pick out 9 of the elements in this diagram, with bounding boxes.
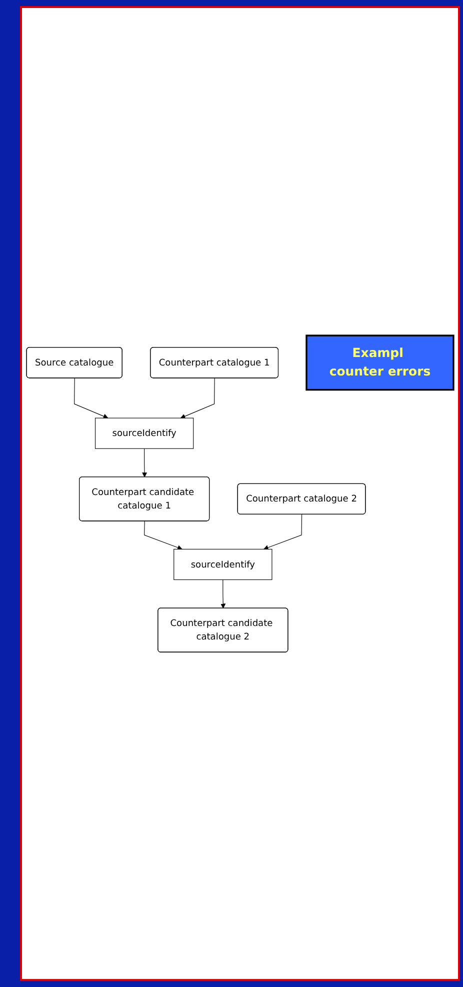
arrow	[264, 514, 302, 550]
node-box: sourceIdentify	[94, 417, 194, 449]
arrow	[180, 378, 215, 418]
node-box: sourceIdentify	[174, 548, 272, 580]
arrow	[74, 378, 108, 418]
arrow	[220, 579, 226, 608]
arrow	[142, 448, 147, 478]
node-box: Exampl counter errors	[306, 334, 454, 390]
arrow	[144, 520, 182, 550]
